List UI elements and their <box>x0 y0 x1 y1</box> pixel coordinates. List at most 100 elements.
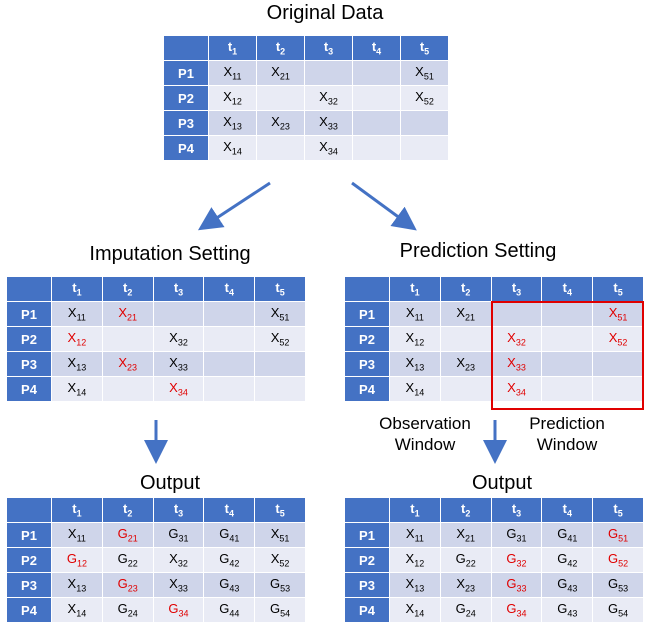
row-header-p2: P2 <box>6 326 52 352</box>
table-cell: X11 <box>389 301 441 327</box>
column-header-t1: t1 <box>51 497 103 523</box>
table-cell: X14 <box>208 135 257 161</box>
table-cell: X14 <box>51 597 103 623</box>
table-cell: G43 <box>541 572 594 598</box>
table-cell: X23 <box>439 572 492 598</box>
table-cell <box>101 376 154 402</box>
table-cell: X32 <box>152 326 205 352</box>
corner-cell <box>163 35 209 61</box>
table-cell <box>203 376 256 402</box>
original-data-title: Original Data <box>266 2 384 24</box>
column-header-t3: t3 <box>152 276 205 302</box>
row-header-p3: P3 <box>344 351 390 377</box>
table-cell: X13 <box>51 351 103 377</box>
column-header-t3: t3 <box>152 497 205 523</box>
table-cell <box>352 110 401 136</box>
column-header-t5: t5 <box>254 276 306 302</box>
table-cell: X21 <box>439 522 492 548</box>
row-header-p4: P4 <box>344 376 390 402</box>
arrow-to-imputation <box>197 181 271 231</box>
table-cell <box>352 85 401 111</box>
table-cell: X23 <box>101 351 154 377</box>
table-cell <box>439 376 492 402</box>
table-cell: X13 <box>51 572 103 598</box>
row-header-p2: P2 <box>344 547 390 573</box>
prediction-window-box <box>491 301 644 410</box>
imputation-setting-title: Imputation Setting <box>89 243 251 265</box>
table-cell: X21 <box>256 60 305 86</box>
output-left-title: Output <box>139 472 201 494</box>
column-header-t3: t3 <box>490 276 543 302</box>
arrow-to-prediction <box>351 181 417 231</box>
table-cell: G53 <box>592 572 644 598</box>
table-cell <box>541 351 594 377</box>
column-header-t1: t1 <box>51 276 103 302</box>
row-header-p4: P4 <box>6 597 52 623</box>
table-cell: X21 <box>439 301 492 327</box>
table-cell <box>101 326 154 352</box>
column-header-t3: t3 <box>304 35 353 61</box>
column-header-t5: t5 <box>400 35 449 61</box>
table-cell <box>400 110 449 136</box>
column-header-t4: t4 <box>352 35 401 61</box>
table-cell: G22 <box>101 547 154 573</box>
table-cell: G51 <box>592 522 644 548</box>
table-cell <box>352 135 401 161</box>
corner-cell <box>344 276 390 302</box>
table-cell: G52 <box>592 547 644 573</box>
table-cell: G42 <box>203 547 256 573</box>
column-header-t5: t5 <box>592 497 644 523</box>
table-cell <box>152 301 205 327</box>
table-cell: G43 <box>541 597 594 623</box>
corner-cell <box>6 497 52 523</box>
table-cell: X13 <box>389 572 441 598</box>
table-cell: G34 <box>490 597 543 623</box>
table-cell <box>400 135 449 161</box>
row-header-p1: P1 <box>163 60 209 86</box>
table-cell: X13 <box>208 110 257 136</box>
table-cell: G22 <box>439 547 492 573</box>
table-cell: X51 <box>400 60 449 86</box>
table-cell <box>541 301 594 327</box>
column-header-t5: t5 <box>254 497 306 523</box>
table-cell: X11 <box>51 522 103 548</box>
output-right-title: Output <box>471 472 533 494</box>
table-cell <box>256 85 305 111</box>
table-cell: G41 <box>203 522 256 548</box>
table-cell: G12 <box>51 547 103 573</box>
row-header-p1: P1 <box>6 301 52 327</box>
table-cell: G54 <box>592 597 644 623</box>
column-header-t4: t4 <box>203 497 256 523</box>
table-cell: X12 <box>51 326 103 352</box>
table-cell <box>304 60 353 86</box>
row-header-p2: P2 <box>163 85 209 111</box>
prediction-window-label: Prediction Window <box>529 414 605 454</box>
prediction-setting-title: Prediction Setting <box>399 240 557 262</box>
row-header-p4: P4 <box>6 376 52 402</box>
table-cell: X33 <box>490 351 543 377</box>
table-cell: X32 <box>490 326 543 352</box>
column-header-t2: t2 <box>439 497 492 523</box>
row-header-p4: P4 <box>163 135 209 161</box>
column-header-t2: t2 <box>101 276 154 302</box>
corner-cell <box>344 497 390 523</box>
column-header-t4: t4 <box>541 497 594 523</box>
table-cell <box>352 60 401 86</box>
table-cell <box>203 351 256 377</box>
table-cell: X11 <box>51 301 103 327</box>
